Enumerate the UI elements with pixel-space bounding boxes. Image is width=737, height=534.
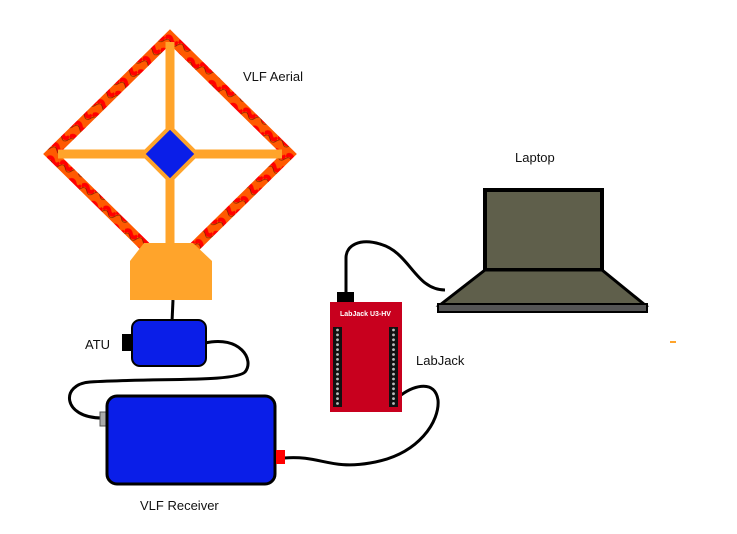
terminal-screw [336,328,339,332]
terminal-screw [392,387,395,391]
laptop-label: Laptop [515,150,555,165]
aerial-center-hub [140,124,200,184]
laptop-keyboard-base [435,268,650,307]
terminal-screw [336,348,339,351]
terminal-screw [392,348,395,351]
terminal-screw [336,377,339,381]
cable-labjack-laptop [344,240,446,293]
terminal-screw [336,367,339,371]
terminal-screw [392,358,395,361]
terminal-screw [336,343,339,347]
terminal-screw [336,387,339,391]
atu-connector [122,334,132,351]
terminal-screw [392,333,395,337]
terminal-screw [392,362,395,366]
laptop-screen [483,188,604,272]
terminal-screw [392,372,395,376]
receiver-output-connector [276,450,285,464]
aerial-base [130,243,212,300]
terminal-screw [336,372,339,376]
terminal-screw [336,397,339,400]
terminal-strip [333,327,342,407]
vlf-receiver [99,394,285,486]
atu-box [131,319,207,367]
receiver-box [105,394,277,486]
stray-mark [670,341,676,343]
labjack-chip-label: LabJack U3-HV [340,311,391,318]
terminal-screw [392,338,395,342]
terminal-screw [336,353,339,356]
terminal-screw [392,392,395,396]
labjack-usb-connector [337,292,354,304]
cable-atu-receiver [68,339,250,420]
terminal-screw [336,362,339,366]
receiver-label: VLF Receiver [140,498,219,513]
terminal-screw [392,328,395,332]
cable-receiver-labjack [283,384,440,467]
terminal-screw [392,343,395,347]
terminal-screw [336,402,339,405]
laptop-front-edge [437,303,648,313]
terminal-screw [392,353,395,356]
atu-label: ATU [85,337,110,352]
labjack-label: LabJack [416,353,465,368]
terminal-screw [336,333,339,337]
terminal-screw [392,382,395,386]
cable-aerial-atu [170,299,175,323]
labjack-terminal-right [389,327,398,407]
labjack-device: LabJack U3-HV [330,292,402,412]
terminal-screw [392,397,395,400]
terminal-screw [336,338,339,342]
laptop [435,188,650,313]
terminal-screw [392,402,395,405]
vlf-aerial [43,29,297,300]
terminal-screw [336,382,339,386]
aerial-label: VLF Aerial [243,69,303,84]
terminal-screw [336,392,339,396]
terminal-screw [392,377,395,381]
terminal-strip [389,327,398,407]
atu-unit [122,319,207,367]
labjack-terminal-left [333,327,342,407]
terminal-screw [336,358,339,361]
terminal-screw [392,367,395,371]
